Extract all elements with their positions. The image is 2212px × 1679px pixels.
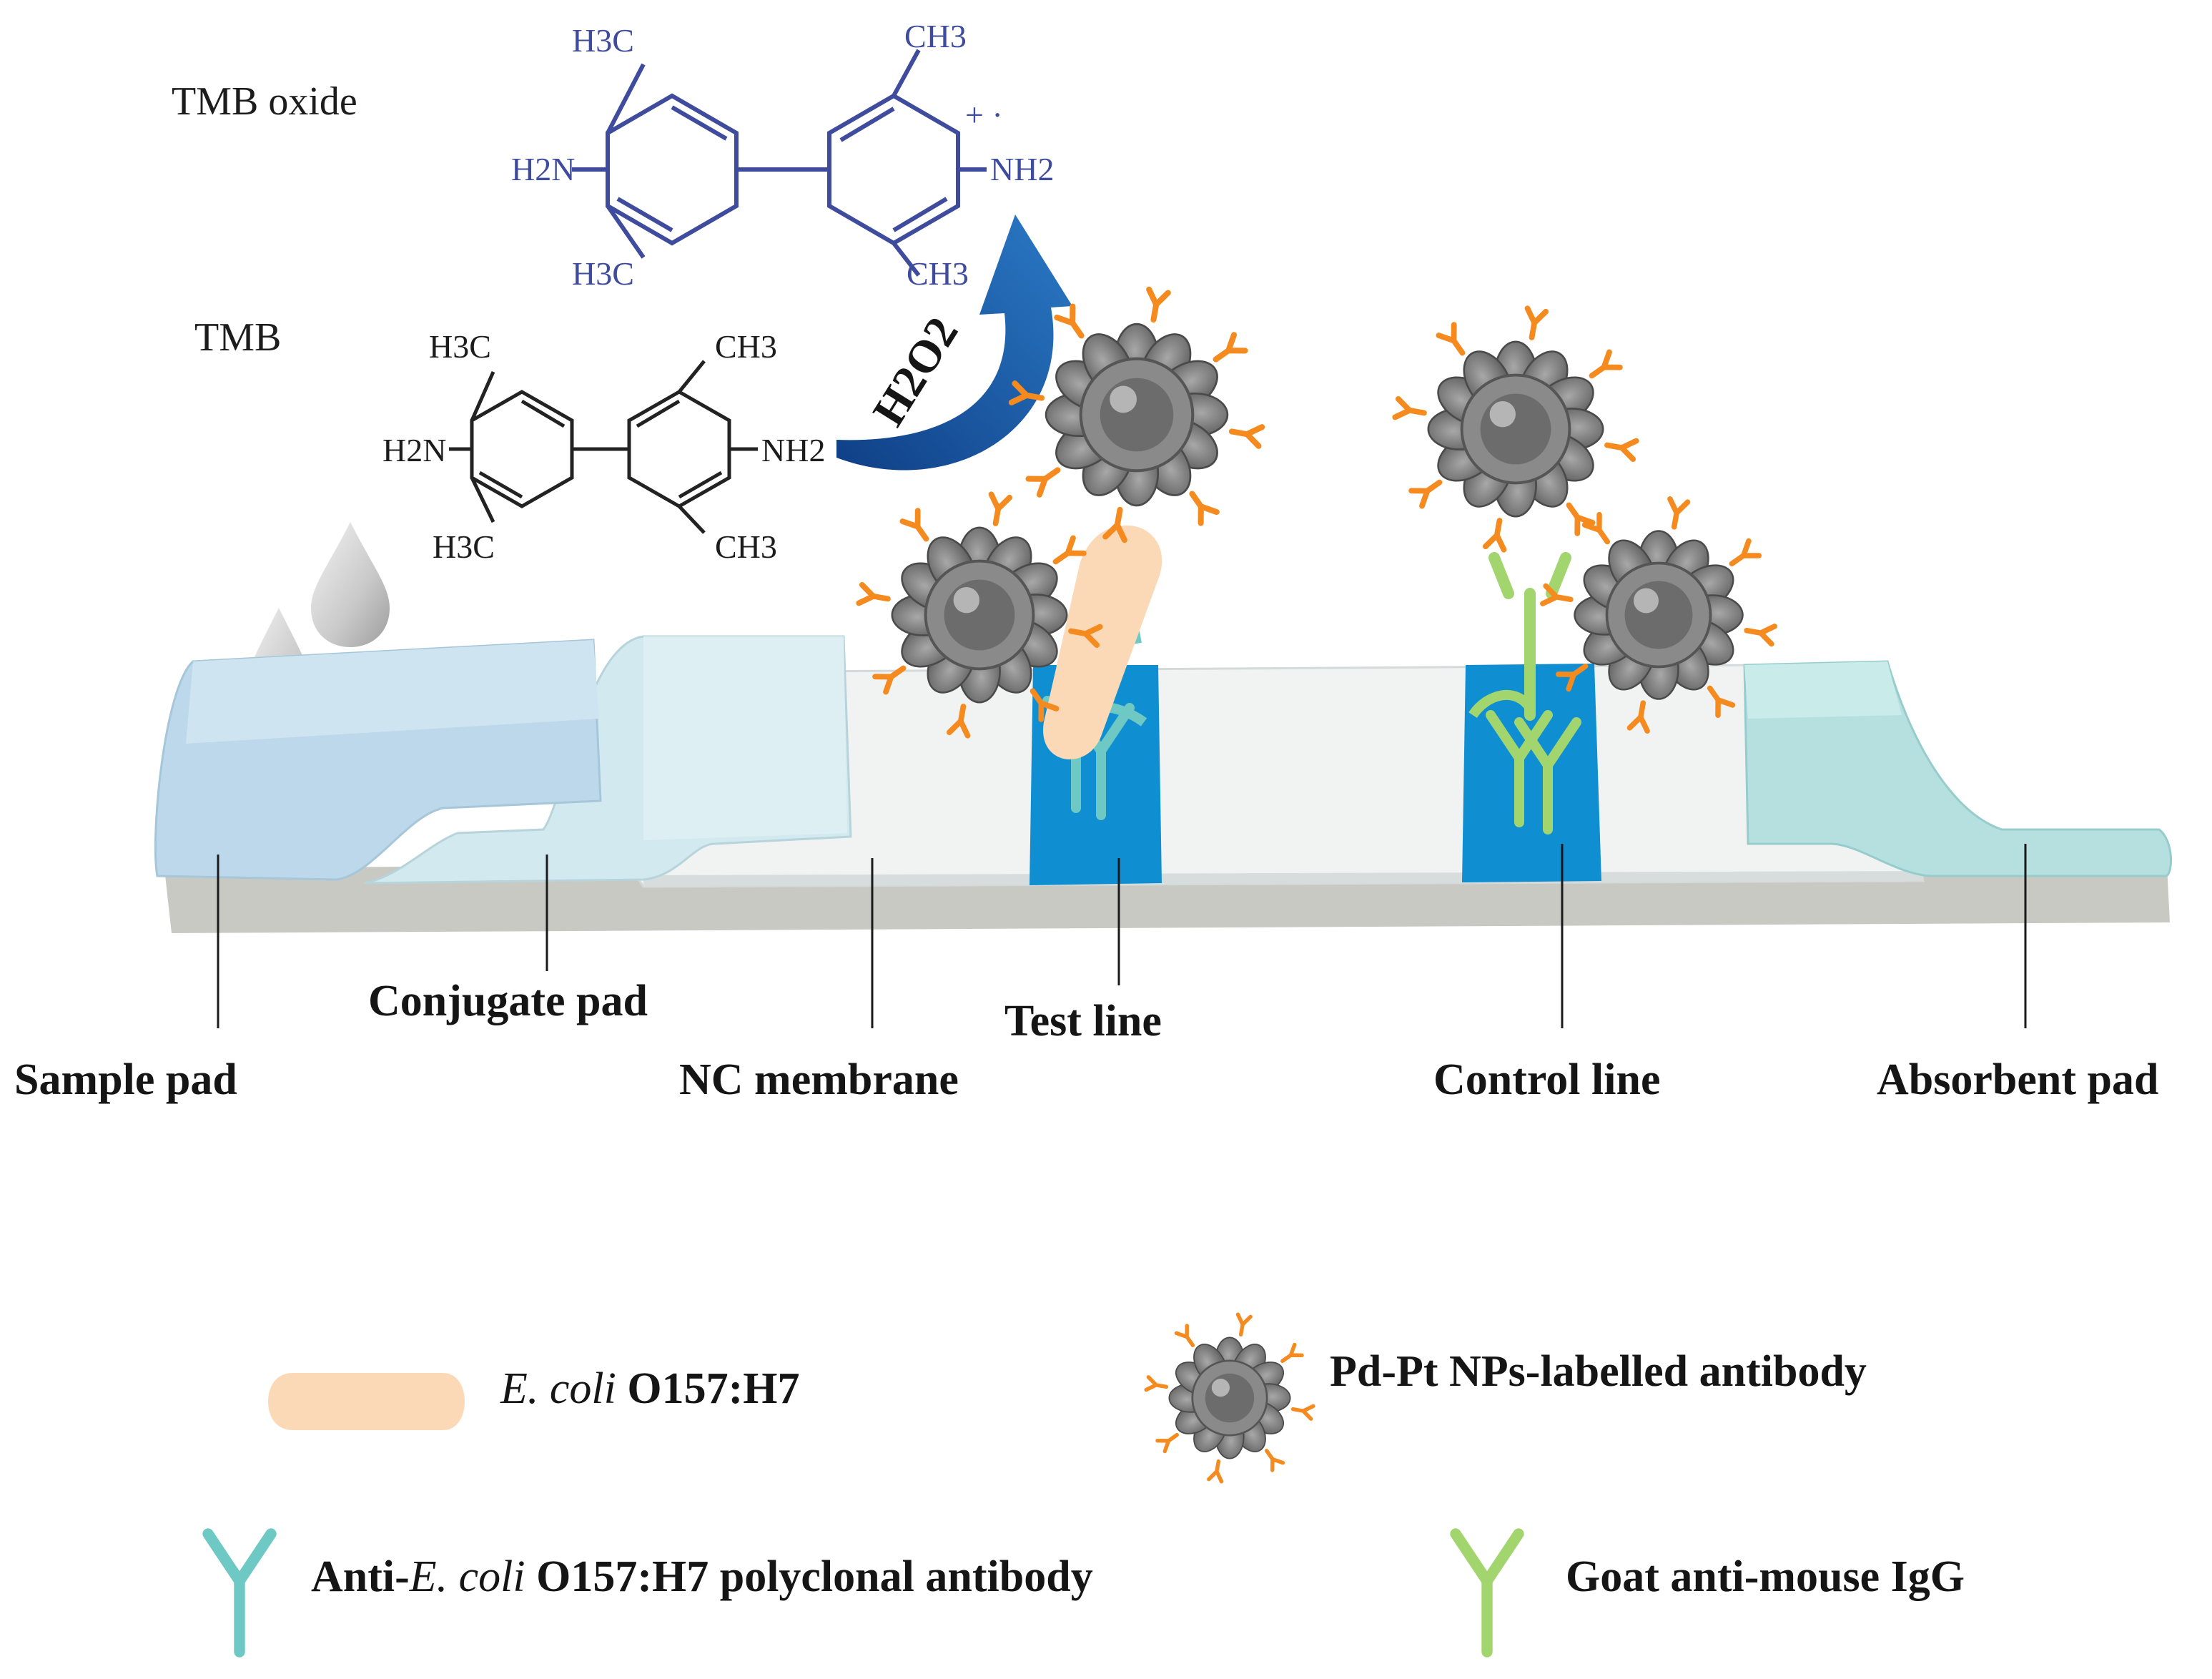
legend-polyclonal-label: Anti-E. coli O157:H7 polyclonal antibody bbox=[311, 1552, 1093, 1601]
legend-goat-igg-icon bbox=[1456, 1534, 1519, 1652]
tmb-group-h2n: H2N bbox=[382, 432, 446, 468]
ecoli-bacterium bbox=[1043, 525, 1162, 760]
tmb-structure bbox=[449, 360, 758, 534]
legend-nanoparticle-swatch bbox=[1146, 1314, 1313, 1482]
tmb-oxide-group-nh2: NH2 bbox=[990, 151, 1054, 187]
label-leader-lines bbox=[217, 844, 2027, 1028]
label-nc-membrane: NC membrane bbox=[679, 1055, 959, 1104]
tmb-oxide-structure bbox=[572, 49, 987, 277]
tmb-group-ch3-top: CH3 bbox=[715, 328, 777, 365]
label-control-line: Control line bbox=[1433, 1055, 1660, 1104]
tmb-oxide-group-h2n: H2N bbox=[511, 151, 575, 187]
label-conjugate-pad: Conjugate pad bbox=[368, 977, 648, 1025]
h2o2-label: H2O2 bbox=[863, 308, 968, 434]
label-absorbent-pad: Absorbent pad bbox=[1877, 1055, 2159, 1104]
tmb-oxide-group-ch3-top: CH3 bbox=[904, 18, 967, 54]
legend: E. coli O157:H7 Pd-Pt NPs-labelled antib… bbox=[208, 1314, 1965, 1652]
label-sample-pad: Sample pad bbox=[14, 1055, 237, 1104]
legend-ecoli-swatch bbox=[268, 1373, 465, 1430]
tmb-label: TMB bbox=[194, 315, 281, 360]
tmb-group-h3c-bottom: H3C bbox=[433, 528, 495, 565]
tmb-oxide-radical: + · bbox=[965, 97, 1003, 133]
tmb-group-ch3-bottom: CH3 bbox=[715, 528, 777, 565]
tmb-oxide-label: TMB oxide bbox=[172, 79, 357, 124]
tmb-oxide-group-ch3-bottom: CH3 bbox=[907, 255, 969, 292]
legend-polyclonal-antibody-icon bbox=[208, 1534, 271, 1652]
legend-goat-label: Goat anti-mouse IgG bbox=[1566, 1552, 1965, 1601]
tmb-group-nh2: NH2 bbox=[761, 432, 825, 468]
control-line-goat-igg bbox=[1468, 552, 1576, 829]
legend-ecoli-label: E. coli O157:H7 bbox=[500, 1364, 799, 1413]
tmb-oxide-group-h3c-bottom: H3C bbox=[572, 255, 634, 292]
legend-nps-label: Pd-Pt NPs-labelled antibody bbox=[1330, 1347, 1867, 1396]
oxidation-arrow bbox=[836, 215, 1072, 471]
tmb-oxide-group-h3c-top: H3C bbox=[572, 22, 634, 59]
tmb-group-h3c-top: H3C bbox=[429, 328, 491, 365]
label-test-line: Test line bbox=[1004, 997, 1162, 1045]
test-strip bbox=[154, 635, 2173, 933]
